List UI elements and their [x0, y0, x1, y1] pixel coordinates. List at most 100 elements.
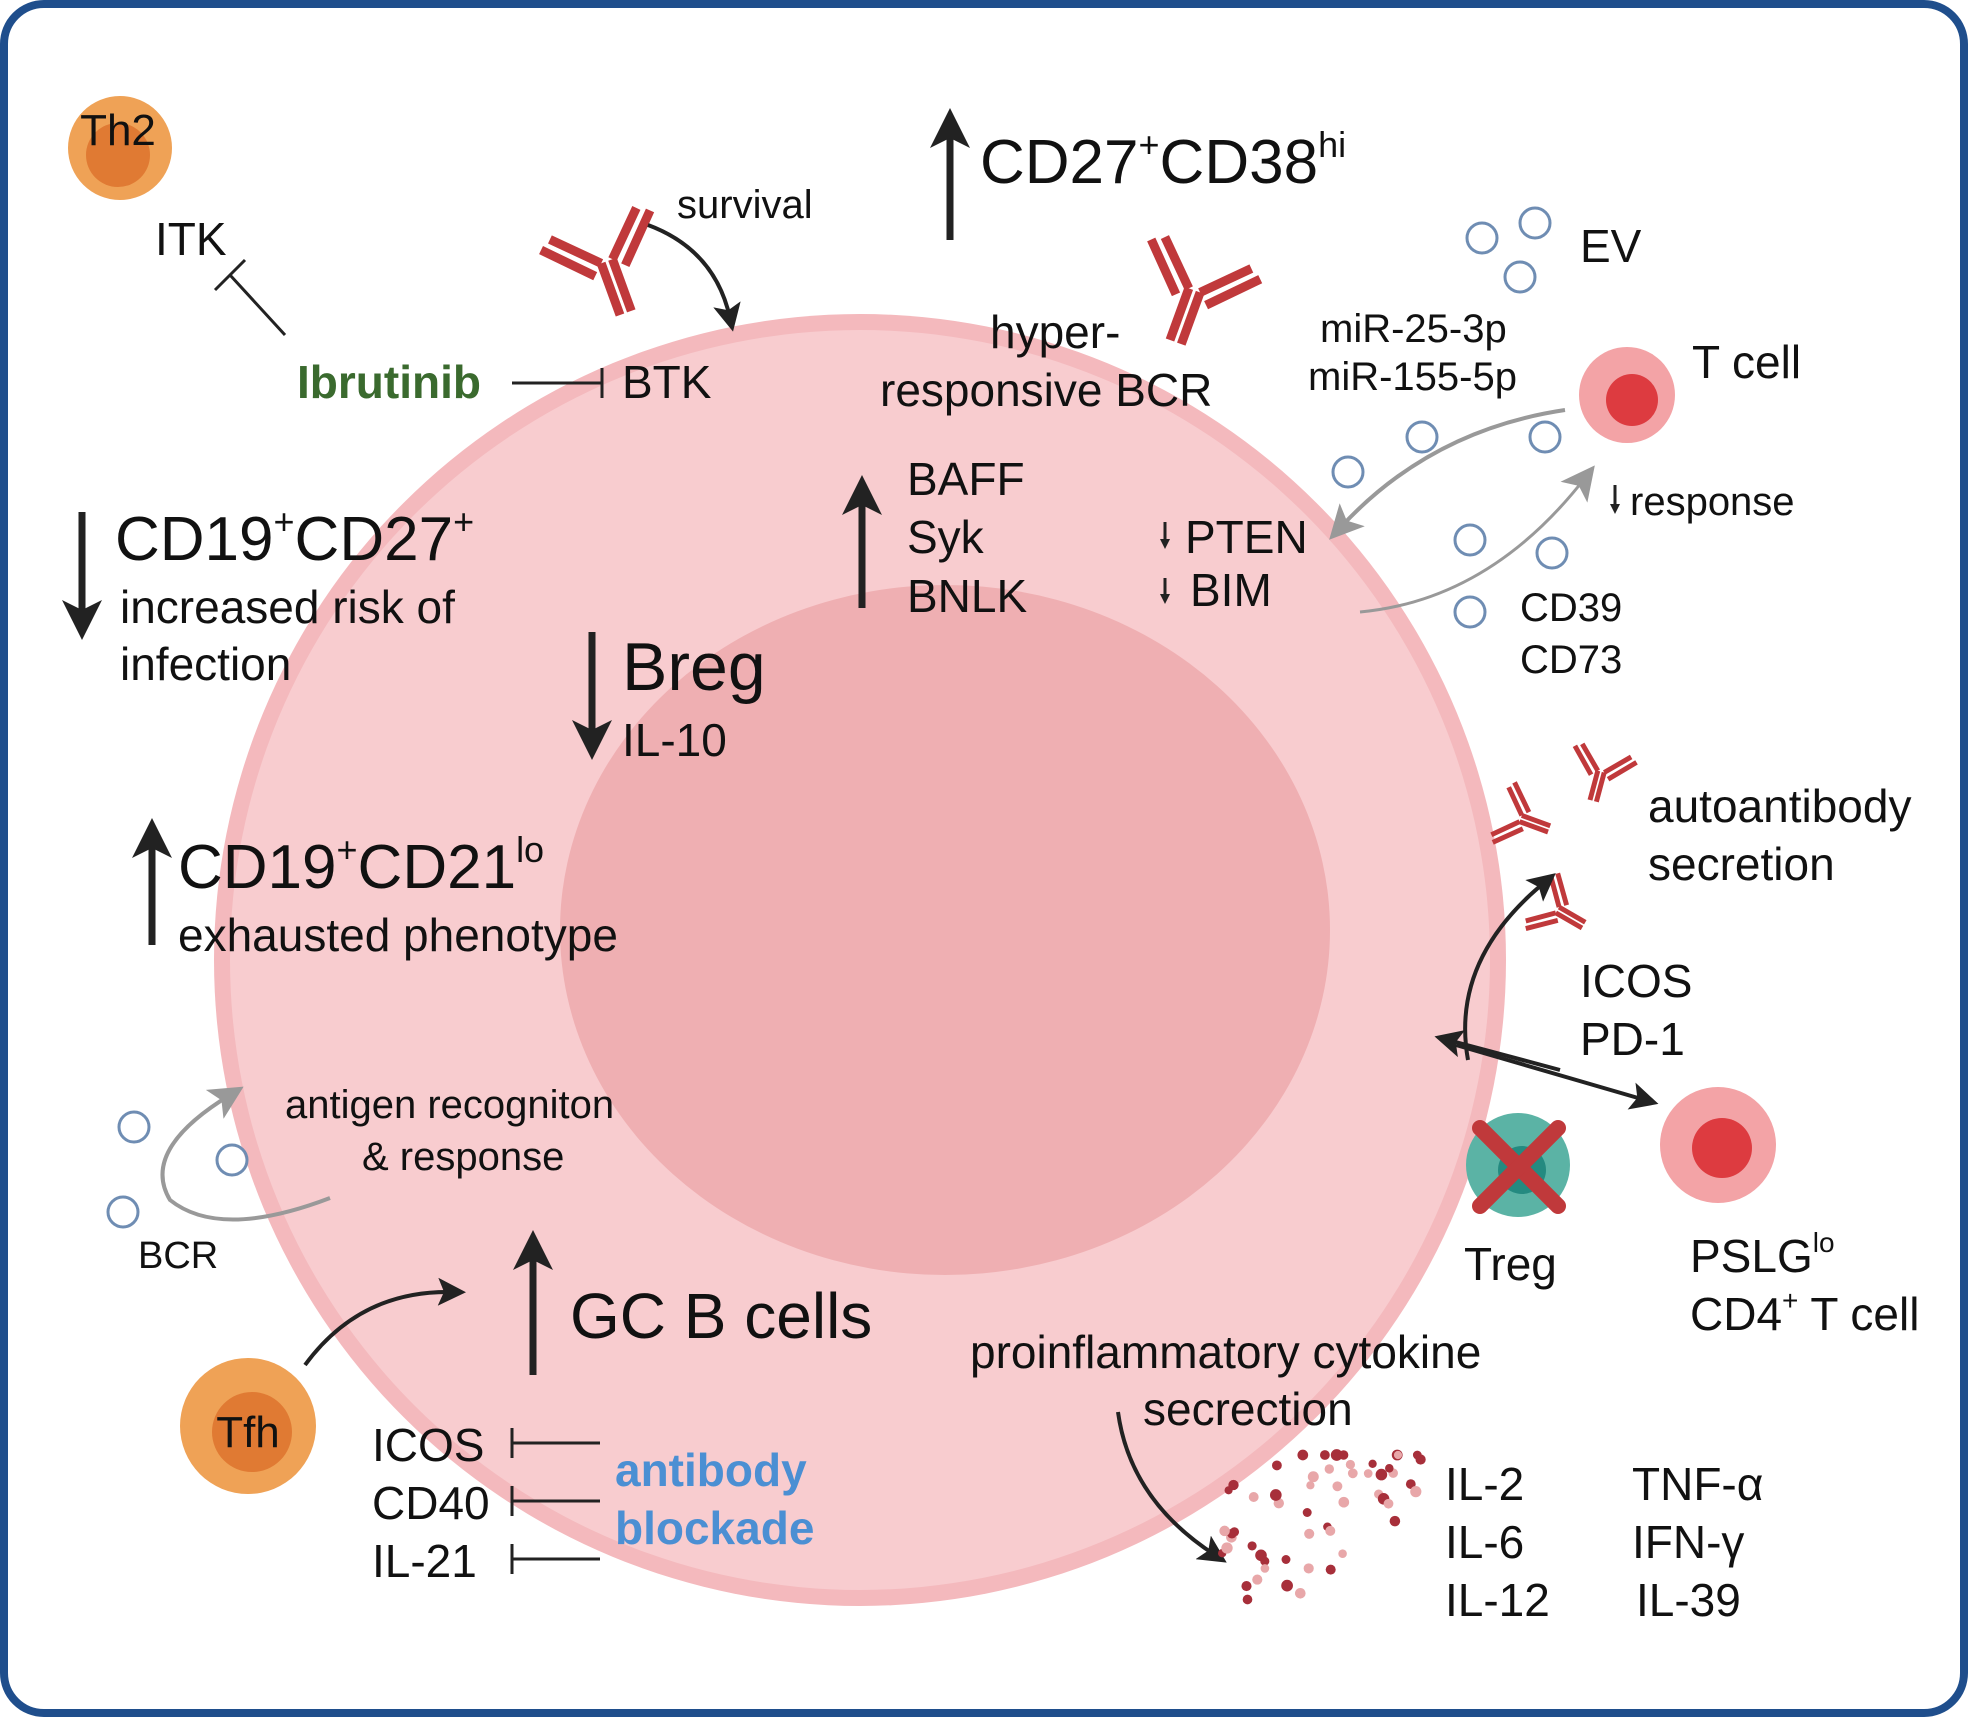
antigen-line1: antigen recogniton	[285, 1083, 614, 1127]
cd19-cd21-label: CD19+CD21lo	[178, 829, 544, 902]
cd73-label: CD73	[1520, 638, 1622, 682]
mir-line1: miR-25-3p	[1320, 307, 1507, 351]
gc-b-cells-label: GC B cells	[570, 1280, 872, 1352]
cytokine-dots	[1218, 1449, 1426, 1605]
bcr-label: BCR	[138, 1235, 218, 1277]
cytokine-dot	[1271, 1460, 1282, 1471]
icos-left-label: ICOS	[372, 1419, 484, 1471]
cytokine-arrow	[1116, 1411, 1227, 1563]
cd27-base: CD27	[980, 128, 1139, 197]
cytokine-dot	[1385, 1464, 1394, 1473]
procyto-line2: secrection	[1143, 1383, 1353, 1435]
cytokine-il6: IL-6	[1445, 1516, 1524, 1568]
cytokine-dot	[1297, 1449, 1309, 1461]
bcr-vesicles	[106, 1110, 249, 1229]
cytokine-il39: IL-39	[1636, 1574, 1741, 1626]
bcell-pslg-double-arrow	[1455, 1043, 1659, 1110]
bcell-to-tcell-arrow	[1359, 465, 1595, 614]
cytokine-dot	[1325, 1525, 1336, 1536]
cytokine-dot	[1302, 1508, 1312, 1517]
cytokine-il12: IL-12	[1445, 1574, 1550, 1626]
cd27a-base: CD27	[295, 505, 454, 574]
risk-line1: increased risk of	[120, 581, 455, 633]
cytokine-dot	[1294, 1587, 1306, 1599]
antigen-arrow	[160, 1086, 331, 1222]
mir-line2: miR-155-5p	[1308, 355, 1517, 399]
cytokine-dot	[1345, 1459, 1356, 1470]
cytokine-tnf: TNF-α	[1632, 1458, 1763, 1510]
exhausted-label: exhausted phenotype	[178, 909, 618, 961]
blockade-line2: blockade	[615, 1502, 814, 1554]
cytokine-dot	[1320, 1450, 1330, 1460]
cytokine-dot	[1368, 1459, 1377, 1468]
il10-label: IL-10	[622, 714, 727, 766]
pten-label: PTEN	[1185, 511, 1308, 563]
syk-label: Syk	[907, 511, 985, 563]
vesicle-icon	[117, 1110, 151, 1144]
cytokine-dot	[1242, 1594, 1253, 1605]
cytokine-dot	[1247, 1541, 1257, 1551]
cd27-cd38-label: CD27+CD38hi	[980, 124, 1346, 197]
tfh-label: Tfh	[216, 1408, 280, 1457]
vesicle-icon	[1503, 260, 1537, 294]
ev-label: EV	[1580, 220, 1642, 272]
cd4-sup: +	[1782, 1285, 1798, 1316]
vesicle-icon	[106, 1195, 140, 1229]
cytokine-dot	[1332, 1481, 1343, 1492]
hyper-label-line1: hyper-	[990, 306, 1120, 358]
cytokine-dot	[1252, 1574, 1263, 1585]
to-autoantibody-arrow	[1463, 873, 1556, 1061]
cd4-rest: T cell	[1798, 1288, 1919, 1340]
vesicle-icon	[1535, 536, 1569, 570]
cd19a-sup: +	[274, 501, 295, 542]
survival-label: survival	[677, 183, 813, 227]
cytokine-il2: IL-2	[1445, 1458, 1524, 1510]
vesicle-icon	[1453, 523, 1487, 557]
tfh-cell: Tfh	[180, 1358, 316, 1494]
ev-to-bcell-arrow	[1329, 408, 1566, 540]
cytokine-dot	[1306, 1481, 1315, 1490]
cytokine-dot	[1325, 1564, 1336, 1575]
procyto-line1: proinflammatory cytokine	[970, 1326, 1481, 1378]
response-label: response	[1630, 480, 1795, 524]
survival-arrow	[647, 223, 741, 332]
cd38-sup: hi	[1318, 124, 1346, 165]
vesicle-icon	[1465, 221, 1499, 255]
cytokine-dot	[1281, 1555, 1291, 1564]
cytokine-dot	[1260, 1564, 1270, 1573]
th2-cell: Th2	[68, 96, 172, 200]
t-cell-label: T cell	[1692, 336, 1801, 388]
cd19b-sup: +	[337, 829, 358, 870]
cytokine-dot	[1363, 1469, 1373, 1478]
cd27-sup: +	[1139, 124, 1160, 165]
treg-cell	[1466, 1113, 1570, 1217]
cytokine-dot	[1389, 1515, 1401, 1527]
cytokine-dot	[1269, 1489, 1282, 1501]
vesicle-icon	[1453, 595, 1487, 629]
cd19b-base: CD19	[178, 833, 337, 902]
cytokine-dot	[1248, 1492, 1259, 1502]
cytokine-dot	[1375, 1468, 1388, 1481]
bim-label: BIM	[1190, 564, 1272, 616]
pslg-label: PSLGlo	[1690, 1227, 1835, 1282]
cytokine-dot	[1405, 1479, 1416, 1489]
cytokine-dot	[1281, 1579, 1293, 1592]
cd38-base: CD38	[1160, 128, 1319, 197]
pslg-sup: lo	[1813, 1227, 1835, 1258]
pslg-base: PSLG	[1690, 1230, 1813, 1282]
cytokine-dot	[1303, 1563, 1314, 1574]
cytokine-dot	[1219, 1525, 1230, 1537]
itk-label: ITK	[155, 213, 227, 265]
vesicle-icon	[1518, 206, 1552, 240]
cytokine-dot	[1338, 1450, 1349, 1460]
risk-line2: infection	[120, 638, 291, 690]
vesicle-icon	[1405, 420, 1439, 454]
autoantibody-line2: secretion	[1648, 838, 1835, 890]
cytokine-dot	[1393, 1450, 1403, 1460]
antigen-line2: & response	[362, 1135, 564, 1179]
cytokine-ifn: IFN-γ	[1632, 1516, 1744, 1568]
vesicle-icon	[1331, 455, 1365, 489]
hyper-label-line2: responsive BCR	[880, 364, 1212, 416]
ibrutinib-label: Ibrutinib	[297, 356, 481, 408]
cytokine-dot	[1383, 1498, 1394, 1509]
